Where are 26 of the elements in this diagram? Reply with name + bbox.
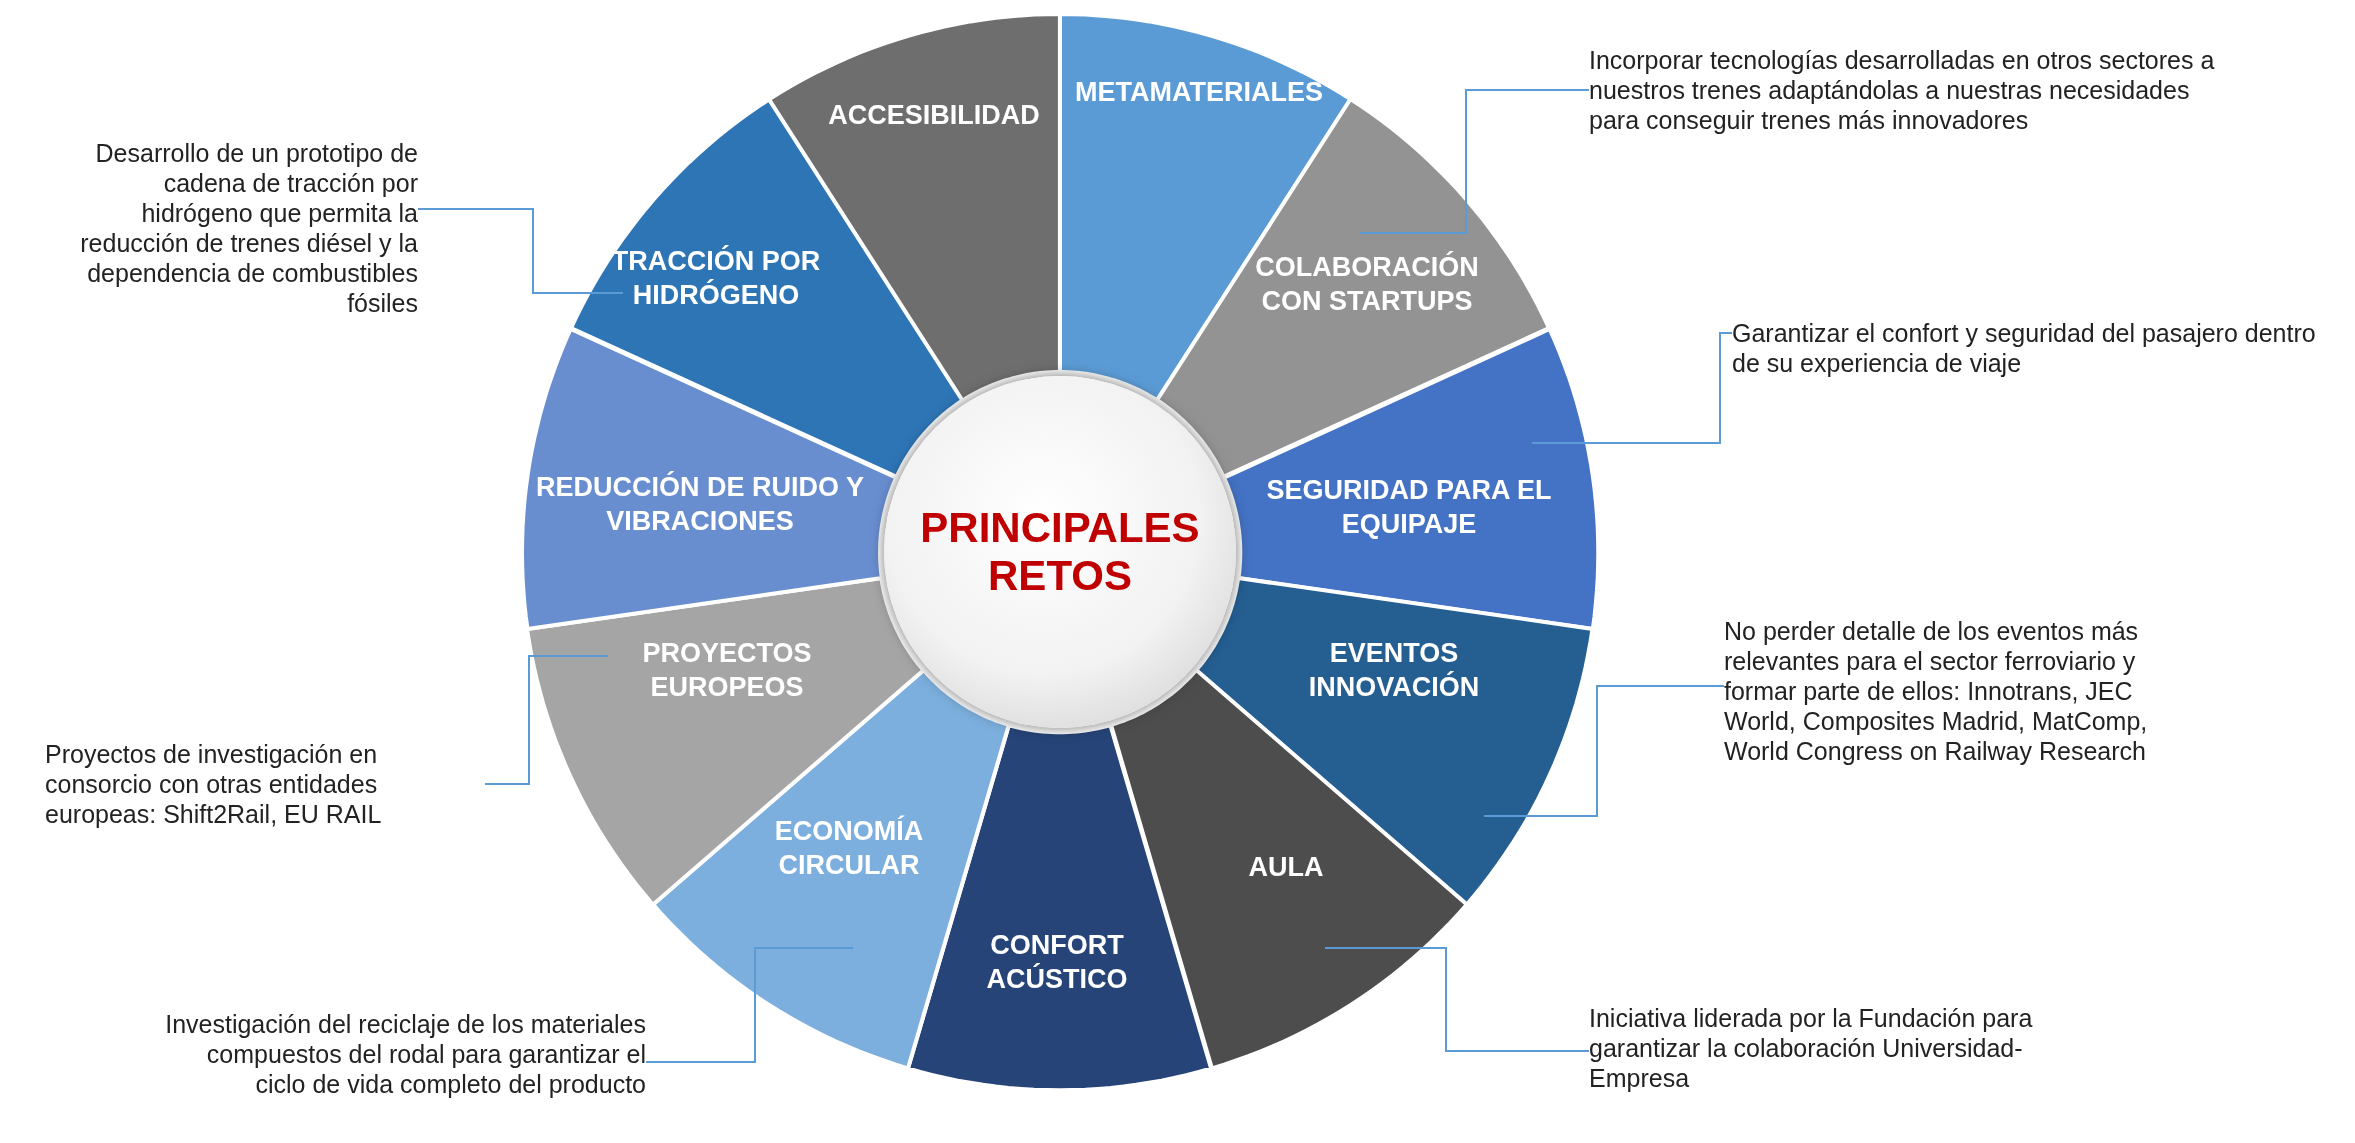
leader-line xyxy=(1324,947,1590,1052)
segment-label: PROYECTOS EUROPEOS xyxy=(641,637,813,704)
leader-line xyxy=(645,947,854,1063)
segment-label: AULA xyxy=(1247,851,1325,885)
segment-label: REDUCCIÓN DE RUIDO Y VIBRACIONES xyxy=(534,471,865,538)
center-title: PRINCIPALES RETOS xyxy=(919,503,1201,601)
segment-label: CONFORT ACÚSTICO xyxy=(985,929,1129,996)
leader-line xyxy=(1531,332,1733,444)
leader-line xyxy=(1483,685,1725,817)
segment-label: SEGURIDAD PARA EL EQUIPAJE xyxy=(1265,474,1553,541)
leader-line xyxy=(1358,89,1590,234)
segment-label: COLABORACIÓN CON STARTUPS xyxy=(1254,251,1480,318)
segment-label: TRACCIÓN POR HIDRÓGENO xyxy=(610,245,822,312)
leader-line xyxy=(484,655,609,785)
segment-label: ACCESIBILIDAD xyxy=(827,99,1041,133)
description-text: Incorporar tecnologías desarrolladas en otros sectores a nuestros trenes adaptándolas a nuestras necesidades para conseguir trenes más innovadores xyxy=(1589,45,2239,135)
leader-line xyxy=(417,208,624,294)
description-text: Investigación del reciclaje de los materiales compuestos del rodal para garantizar el ciclo de vida completo del producto xyxy=(156,1009,646,1099)
segment-label: ECONOMÍA CIRCULAR xyxy=(773,815,925,882)
description-text: Garantizar el confort y seguridad del pasajero dentro de su experiencia de viaje xyxy=(1732,318,2317,378)
description-text: No perder detalle de los eventos más relevantes para el sector ferroviario y formar parte de ellos: Innotrans, JEC World, Composites Madrid, MatComp, World Congress on Railway Research xyxy=(1724,616,2204,766)
segment-label: EVENTOS INNOVACIÓN xyxy=(1307,637,1481,704)
description-text: Proyectos de investigación en consorcio con otras entidades europeas: Shift2Rail, EU RAIL xyxy=(45,739,485,829)
description-text: Iniciativa liderada por la Fundación para garantizar la colaboración Universidad-Empresa xyxy=(1589,1003,2069,1093)
description-text: Desarrollo de un prototipo de cadena de tracción por hidrógeno que permita la reducción de trenes diésel y la dependencia de combustibles fósiles xyxy=(48,138,418,318)
segment-label: METAMATERIALES xyxy=(1074,76,1324,110)
